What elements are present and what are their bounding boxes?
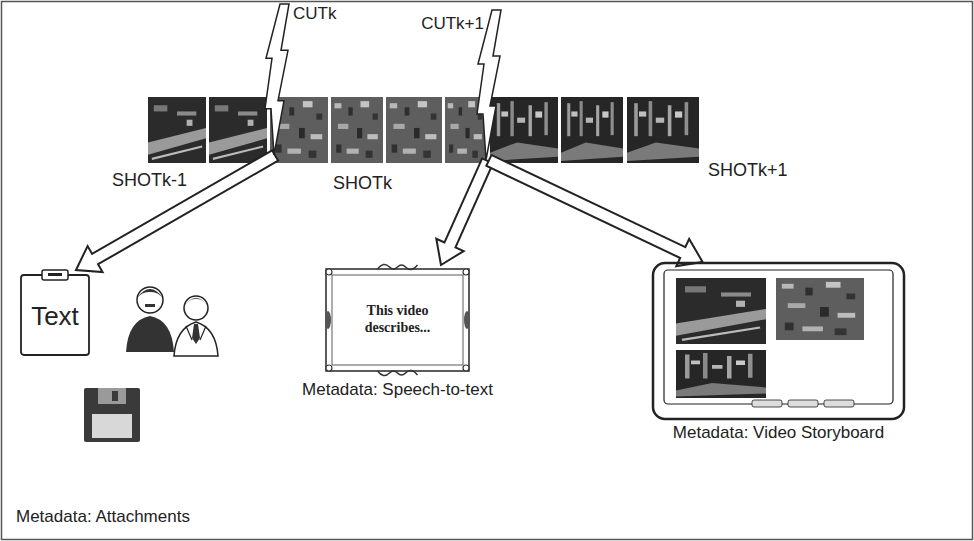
- cut-marker: CUTk+1: [474, 10, 502, 160]
- clipboard-board: [21, 275, 89, 355]
- shot-label-box: SHOTk+1: [708, 160, 788, 182]
- person-hair: [137, 289, 163, 298]
- storyboard-thumbnails: [676, 278, 864, 398]
- hollow-arrow: [436, 160, 488, 265]
- person-head: [137, 287, 163, 313]
- storyboard-frame: [676, 350, 766, 398]
- clipboard-text-box: Text: [20, 270, 90, 356]
- shot-label: SHOTk+1: [708, 160, 788, 180]
- transcript-text: This video describes...: [350, 303, 446, 337]
- transcript-frame: This video describes...Metadata: Speech-…: [325, 265, 470, 375]
- storyboard-frame: [676, 278, 766, 344]
- monitor-button: [824, 400, 854, 407]
- person-tie: [192, 324, 200, 344]
- video-frame: [148, 97, 206, 163]
- video-frame: [209, 97, 267, 163]
- cut-label: CUTk+1: [421, 14, 484, 33]
- monitor-button: [788, 400, 818, 407]
- person-body: [174, 322, 218, 356]
- monitor-button: [752, 400, 782, 407]
- shot-label: SHOTk-1: [112, 170, 187, 190]
- cut-marker-outline: [262, 4, 290, 155]
- cut-label: CUTk: [293, 4, 336, 23]
- floppy-label: [92, 414, 132, 438]
- video-frame: [561, 97, 623, 163]
- arrow-body: [490, 161, 686, 254]
- video-frame: [627, 97, 699, 163]
- arrow-body: [92, 156, 274, 261]
- scroll-ornament: [463, 365, 469, 371]
- floppy-body: [84, 388, 140, 442]
- hollow-arrow: [488, 160, 703, 266]
- clipboard-clip: [48, 273, 62, 276]
- metadata-caption-box: Metadata: Speech-to-text: [285, 380, 510, 400]
- shot-label-box: SHOTk-1: [112, 170, 187, 192]
- person-head: [184, 296, 208, 320]
- lightning-bolt: [265, 4, 289, 155]
- storyboard-monitor-outline: [652, 262, 905, 420]
- monitor-case: [653, 263, 904, 419]
- scroll-ornament: [326, 269, 332, 275]
- scroll-ornament: [378, 264, 418, 269]
- video-frame: [331, 97, 383, 163]
- storyboard-monitor: Metadata: Video Storyboard: [652, 262, 905, 420]
- person-body: [126, 316, 174, 352]
- cut-marker: CUTk: [262, 4, 290, 155]
- scroll-ornament: [464, 311, 470, 329]
- shot-label: SHOTk: [333, 173, 392, 193]
- floppy-disk-icon: [84, 388, 140, 442]
- transcript-text-box: This video describes...: [325, 265, 470, 375]
- video-frame: [386, 97, 442, 163]
- people-icon: [126, 287, 218, 356]
- scroll-ornament: [463, 269, 469, 275]
- floppy-shutter: [98, 388, 126, 404]
- monitor-screen: [664, 270, 893, 404]
- scroll-ornament: [325, 311, 331, 329]
- scroll-frame: [332, 275, 463, 365]
- clipboard-clip: [42, 270, 68, 280]
- metadata-caption: Metadata: Attachments: [16, 507, 190, 526]
- scroll-frame: [326, 269, 469, 371]
- cut-label-box: CUTk: [293, 4, 336, 24]
- storyboard-frame: [776, 278, 864, 340]
- video-frame: [490, 97, 558, 163]
- metadata-caption-box: Metadata: Video Storyboard: [632, 423, 925, 443]
- person-mustache: [145, 304, 155, 307]
- scroll-ornament: [326, 365, 332, 371]
- cut-label-box: CUTk+1: [421, 14, 484, 34]
- metadata-caption: Metadata: Speech-to-text: [302, 380, 493, 399]
- metadata-caption-box: Metadata: Attachments: [16, 507, 190, 527]
- person-lapel: [186, 326, 206, 340]
- scroll-ornament: [378, 370, 418, 375]
- arrow-body: [449, 162, 487, 248]
- metadata-caption: Metadata: Video Storyboard: [673, 423, 884, 442]
- clipboard-icon: Text: [20, 270, 90, 356]
- floppy-slot: [112, 391, 118, 401]
- clipboard-text: Text: [31, 301, 79, 332]
- shot-label-box: SHOTk: [333, 173, 392, 195]
- film-strip: [148, 97, 699, 163]
- person-hair: [184, 298, 208, 306]
- hollow-arrow: [76, 155, 276, 272]
